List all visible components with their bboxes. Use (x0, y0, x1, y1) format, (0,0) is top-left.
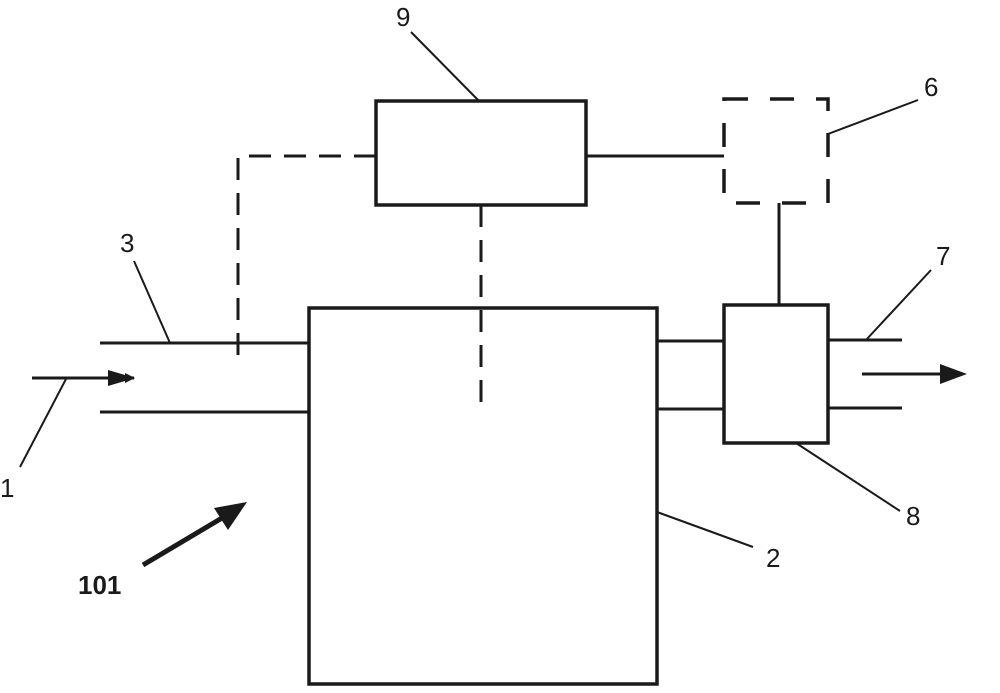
label-6: 6 (924, 72, 938, 102)
label-101: 101 (78, 570, 121, 600)
label-9: 9 (396, 2, 410, 32)
leader-1 (19, 378, 67, 468)
leader-3 (133, 260, 171, 344)
leader-7 (865, 269, 932, 341)
dashed-unit-box (722, 97, 830, 205)
leader-2 (656, 511, 754, 548)
leader-9 (410, 31, 480, 102)
outlet-unit-box (722, 303, 830, 445)
leader-8 (795, 442, 901, 512)
label-7: 7 (936, 241, 950, 271)
label-2: 2 (766, 543, 780, 573)
system-arrowhead (214, 502, 247, 530)
system-arrow (141, 515, 224, 568)
outflow-arrowhead (940, 364, 967, 384)
leader-6 (827, 99, 919, 135)
main-unit-box (307, 306, 659, 686)
controller-box (374, 99, 588, 207)
inflow-arrowhead (108, 370, 135, 386)
label-1: 1 (0, 473, 14, 503)
label-8: 8 (906, 501, 920, 531)
controller-to-inlet-signal (236, 154, 376, 360)
label-3: 3 (120, 228, 134, 258)
